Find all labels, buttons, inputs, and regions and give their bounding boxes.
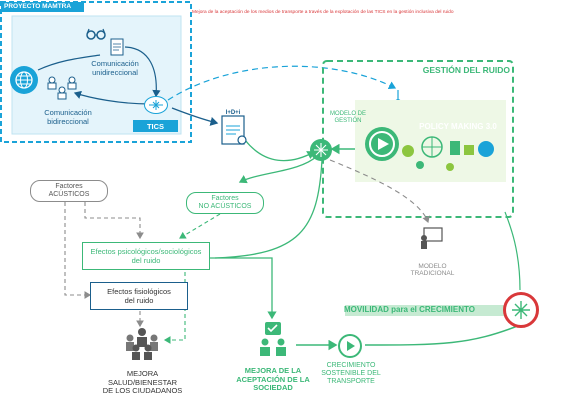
factores-no-acusticos-box: Factores NO ACÚSTICOS: [186, 192, 264, 214]
movilidad-node-icon: [503, 292, 539, 328]
movilidad-label: MOVILIDAD para el CRECIMIENTO: [344, 305, 475, 314]
gestion-title: GESTIÓN DEL RUIDO: [422, 65, 510, 75]
efectos-fisio-box: Efectos fisiológicos del ruido: [90, 282, 188, 310]
people-network-icon: [44, 74, 82, 107]
modelo-gestion-node-icon: [310, 139, 332, 161]
efectos-psico-box: Efectos psicológicos/sociológicos del ru…: [82, 242, 210, 270]
document-icon: [110, 38, 124, 61]
crecimiento-label: CRECIMIENTO SOSTENIBLE DEL TRANSPORTE: [321, 362, 381, 386]
citizens-group-icon: [120, 326, 164, 365]
unidireccional-label: Comunicación unidireccional: [91, 59, 139, 77]
factores-acusticos-box: Factores ACÚSTICOS: [30, 180, 108, 202]
research-document-icon: [220, 110, 250, 151]
research-label: I+D+i: [225, 110, 241, 116]
policy-title: POLICY MAKING 3.0: [419, 122, 497, 131]
glasses-icon: [86, 27, 106, 46]
tics-node-icon: [144, 96, 168, 114]
proyecto-title-bar: [1, 2, 84, 12]
modelo-gestion-label: MODELO DE GESTIÓN: [329, 111, 366, 124]
tics-badge: TICS: [133, 120, 178, 132]
modelo-tradicional-label: MODELO TRADICIONAL: [410, 263, 455, 278]
crecimiento-play-icon: [338, 334, 362, 358]
globe-icon: [10, 66, 38, 94]
teacher-board-icon: [418, 226, 444, 255]
mejora-salud-label: MEJORA SALUD/BIENESTAR DE LOS CIUDADANOS: [102, 369, 183, 396]
policy-play-icon: [365, 127, 399, 161]
policy-icons: [400, 135, 500, 180]
proyecto-title: PROYECTO MAMTRA: [4, 3, 72, 10]
mejora-aceptacion-label: MEJORA DE LA ACEPTACIÓN DE LA SOCIEDAD: [236, 366, 310, 393]
bidireccional-label: Comunicación bidireccional: [44, 108, 92, 126]
acceptance-group-icon: [257, 320, 289, 360]
header-text: Mejora de la aceptación de los medios de…: [192, 10, 454, 15]
proyecto-frame: [0, 1, 192, 143]
